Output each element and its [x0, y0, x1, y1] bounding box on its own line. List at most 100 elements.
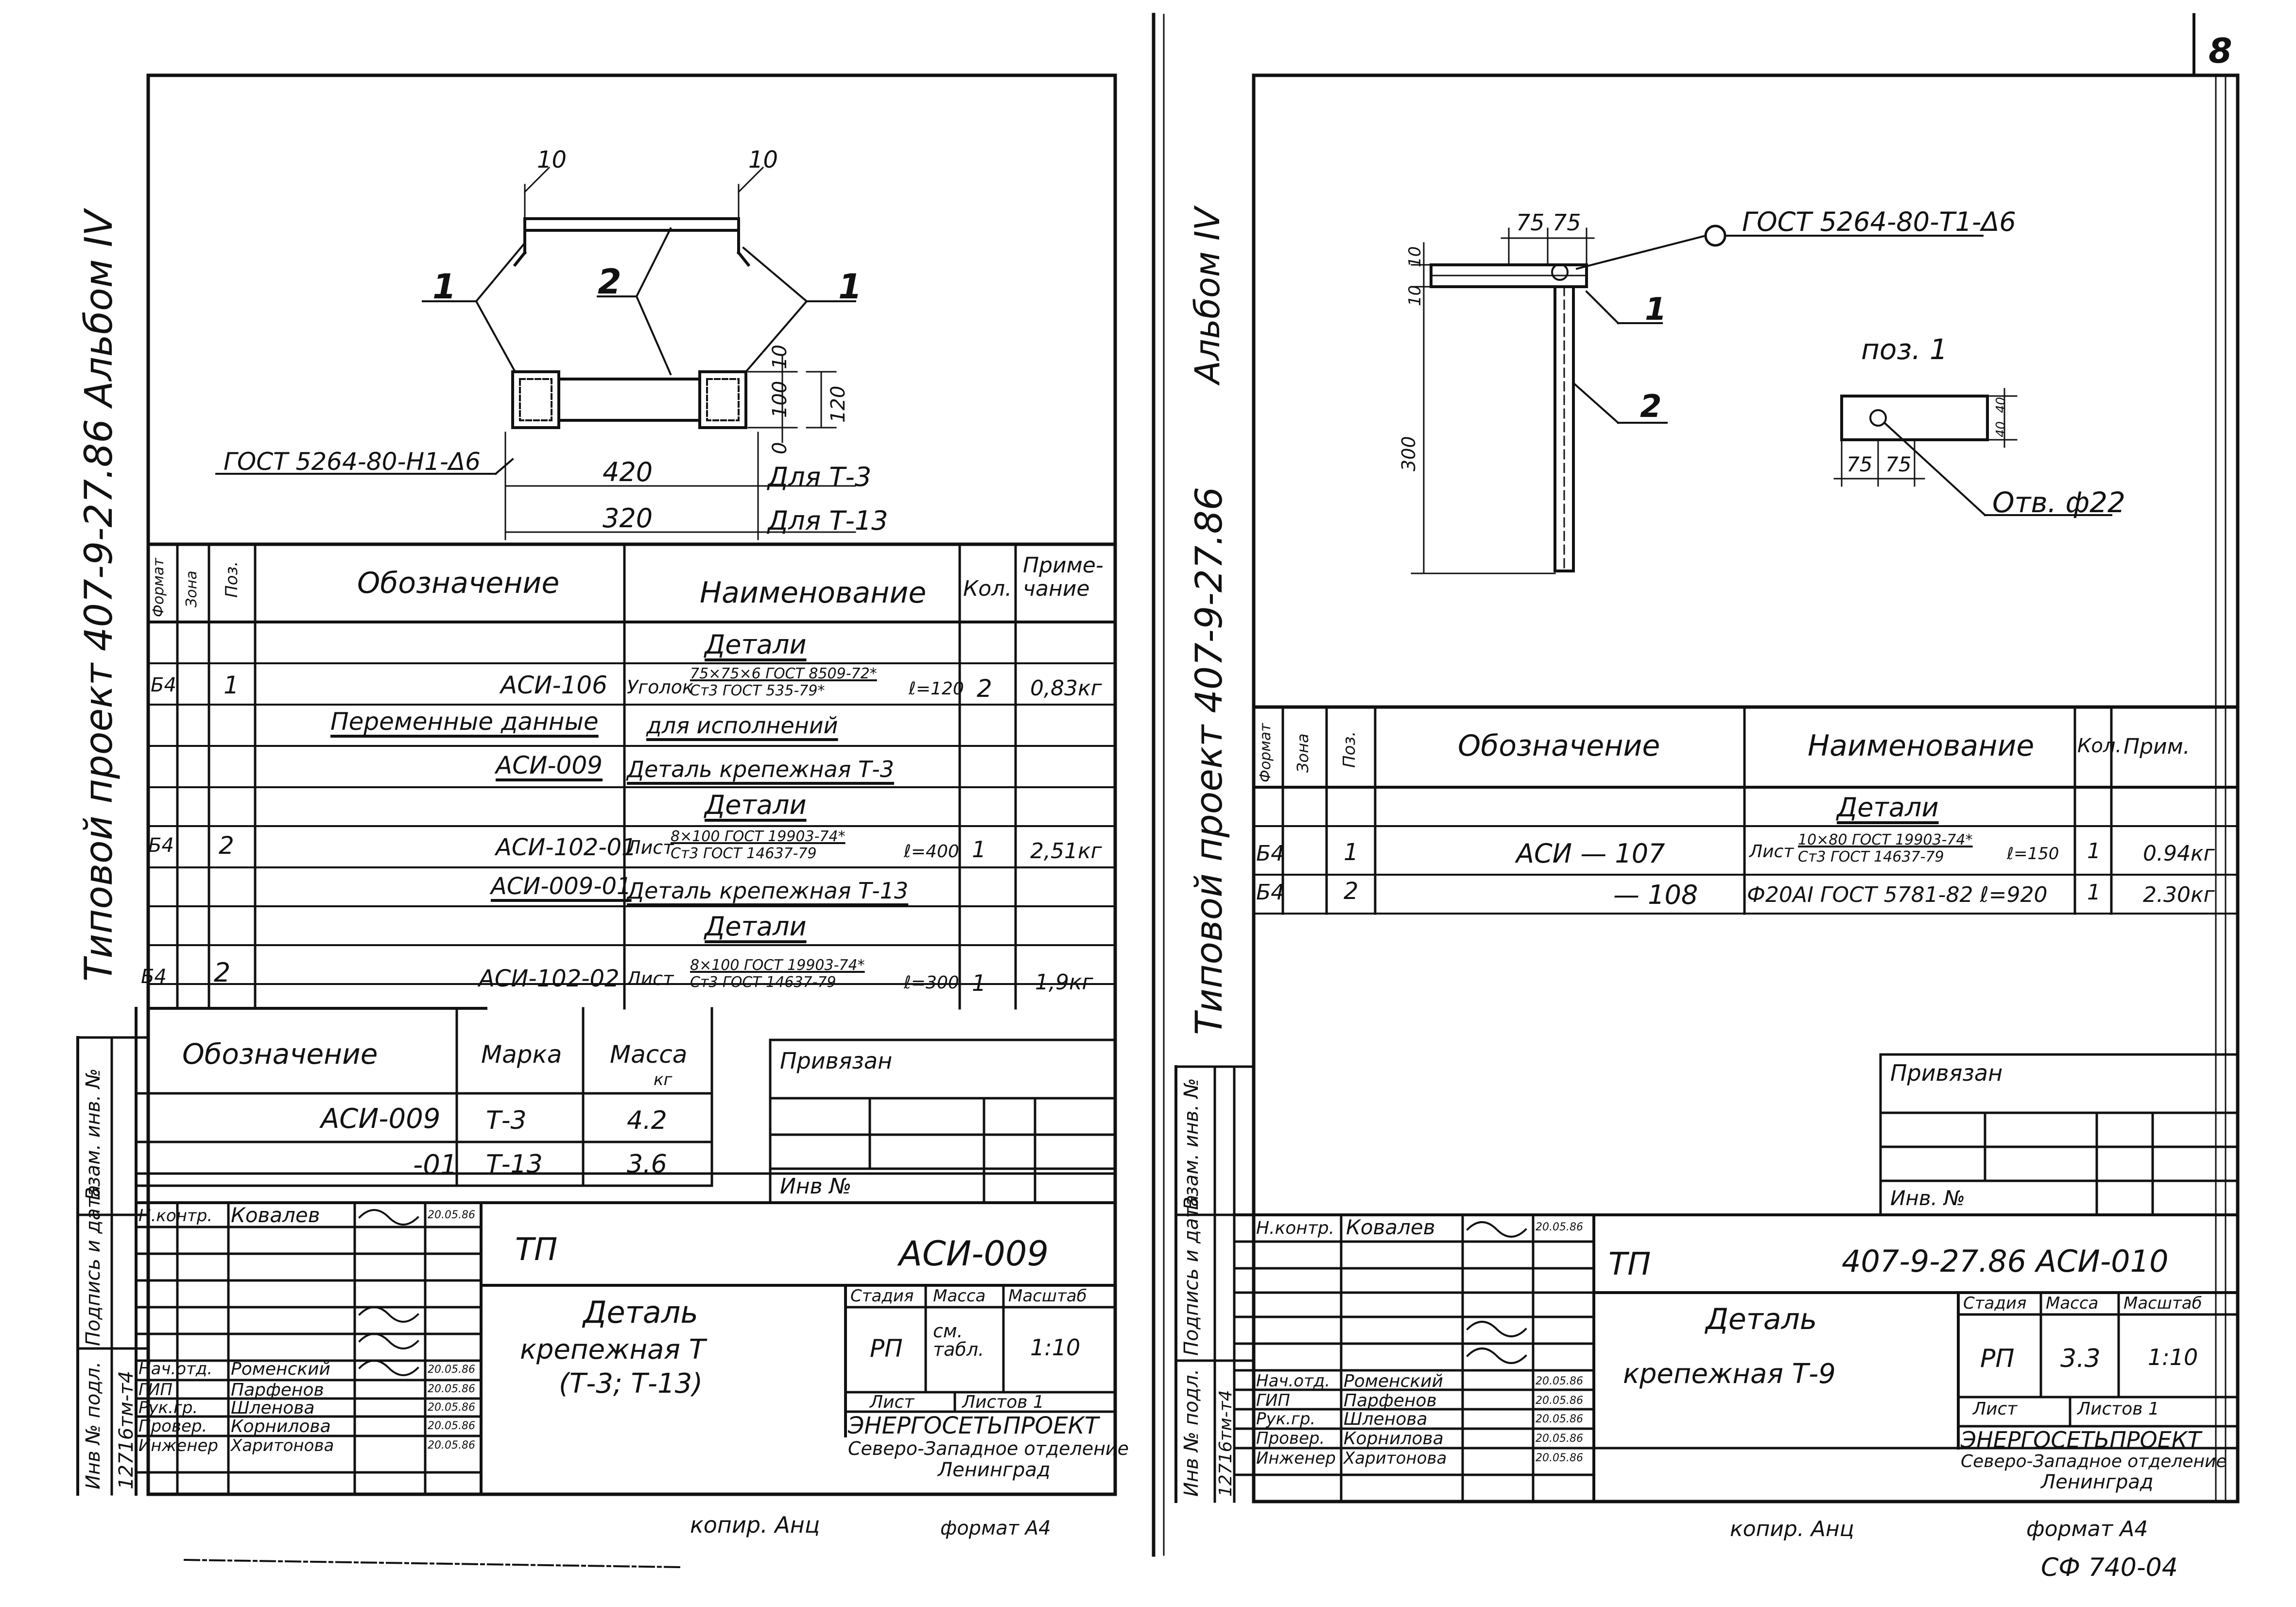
signature-marks: [358, 1209, 1527, 1376]
left-row1-note: 0,83кг: [1030, 676, 1102, 701]
left-privyazan: Привязан: [780, 1048, 893, 1074]
left-tb-role-5: Инженер: [138, 1436, 218, 1455]
left-mark-row1-mass: 4.2: [627, 1106, 667, 1135]
right-tb-role-3: Рук.гр.: [1256, 1409, 1316, 1429]
left-mark-row2-mark: Т-13: [486, 1150, 543, 1179]
right-tb-org2: Северо-Западное отделение: [1961, 1451, 2227, 1471]
right-tb-name-4: Корнилова: [1344, 1429, 1444, 1449]
left-tb-name-0: Ковалев: [231, 1203, 320, 1227]
right-tb-org3: Ленинград: [2041, 1471, 2154, 1493]
left-dim-top: 10: [537, 146, 567, 173]
left-row2-format: Б4: [148, 834, 174, 857]
left-dim-120: 120: [827, 385, 849, 423]
left-tb-role-0: Н.контр.: [138, 1206, 213, 1226]
right-tb-name-0: Ковалев: [1346, 1215, 1435, 1239]
right-spec-grid: [1252, 705, 2240, 915]
right-tb-mass: 3.3: [2060, 1344, 2101, 1373]
right-row1-qty: 1: [2087, 839, 2101, 864]
left-dim-side-100: 100: [769, 380, 791, 418]
right-tb-date-3: 20.05.86: [1536, 1413, 1583, 1425]
left-inv-no: Инв №: [780, 1174, 852, 1199]
right-tb-date-5: 20.05.86: [1536, 1452, 1583, 1464]
left-tb-mass: см. табл.: [933, 1320, 984, 1360]
left-asi009-designation: АСИ-009: [496, 751, 603, 779]
left-tb-sheet-h: Лист: [870, 1392, 915, 1412]
right-tb-org1: ЭНЕРГОСЕТЬПРОЕКТ: [1961, 1427, 2201, 1453]
left-tb-date-0: 20.05.86: [428, 1209, 475, 1221]
left-tb-role-1: Нач.отд.: [138, 1359, 213, 1379]
left-tb-stage: РП: [870, 1334, 903, 1363]
left-row2-qty: 1: [972, 836, 986, 863]
left-section-details-3: Детали: [705, 911, 807, 942]
right-tb-name-2: Парфенов: [1344, 1391, 1437, 1411]
left-row2-name-fraction: 8×100 ГОСТ 19903-74*Ст3 ГОСТ 14637-79: [671, 828, 846, 862]
right-part-drawing: [1411, 225, 2112, 574]
left-mark-h-mass: Масса: [610, 1040, 688, 1069]
left-tb-date-5: 20.05.86: [428, 1439, 475, 1451]
left-row3-pos: 2: [214, 957, 231, 988]
left-tb-scale-h: Масштаб: [1008, 1286, 1087, 1306]
right-side-inv-podl: Инв № подл.: [1180, 1368, 1203, 1497]
left-footer-format: формат А4: [940, 1517, 1051, 1539]
left-mark-h-mark: Марка: [481, 1040, 562, 1069]
left-side-inv-value: 12716тм-т4: [115, 1371, 138, 1489]
left-title-block-grid: [76, 1036, 1117, 1496]
left-mark-row2-designation: -01: [413, 1149, 458, 1181]
right-row1-length: ℓ=150: [2007, 844, 2059, 864]
right-footer-copy: копир. Анц: [1730, 1517, 1854, 1541]
left-tb-name-5: Харитонова: [231, 1436, 334, 1455]
left-row1-designation: АСИ-106: [501, 671, 607, 699]
left-mark-row1-mark: Т-3: [486, 1106, 527, 1135]
right-dim-75a: 75: [1516, 209, 1545, 236]
right-row1-designation: АСИ — 107: [1516, 838, 1665, 869]
left-side-podpis: Подпись и дата: [82, 1185, 104, 1346]
right-spec-h-format: Формат: [1257, 723, 1274, 782]
left-part-drawing: [215, 166, 856, 540]
left-spec-h-qty: Кол.: [963, 576, 1012, 601]
left-asi009-name: Деталь крепежная Т-3: [627, 756, 894, 782]
right-footer-code: СФ 740-04: [2041, 1553, 2178, 1582]
right-row1-name-word: Лист: [1749, 842, 1794, 862]
left-spec-h-name: Наименование: [700, 576, 927, 610]
right-tb-date-4: 20.05.86: [1536, 1433, 1583, 1445]
left-side-vzam: Взам. инв. №: [82, 1068, 104, 1200]
left-tb-code: АСИ-009: [899, 1234, 1049, 1274]
right-tb-name-1: Роменский: [1344, 1371, 1443, 1391]
left-row2-length: ℓ=400: [904, 842, 959, 862]
right-tb-name-5: Харитонова: [1344, 1449, 1447, 1468]
left-dim-side-0: 0: [769, 442, 791, 454]
right-spec-h-qty: Кол.: [2077, 735, 2122, 757]
left-tb-scale: 1:10: [1030, 1334, 1081, 1361]
left-spec-h-pos: Поз.: [222, 561, 242, 598]
right-pos-label: поз. 1: [1861, 333, 1948, 366]
left-tb-title-1: Деталь: [583, 1295, 698, 1330]
right-privyazan: Привязан: [1890, 1060, 2003, 1086]
right-tb-sheets-h: Листов 1: [2077, 1399, 2159, 1419]
left-row2-designation: АСИ-102-01: [496, 834, 637, 861]
left-variable-right: для исполнений: [646, 712, 838, 739]
left-mark-row2-mass: 3.6: [627, 1150, 667, 1179]
left-side-inv-podl: Инв № подл.: [82, 1361, 104, 1489]
right-side-podpis: Подпись и дата: [1180, 1194, 1203, 1356]
left-variable-left: Переменные данные: [330, 708, 599, 736]
left-tb-sheets-h: Листов 1: [962, 1392, 1044, 1412]
right-side-inv-value: 12716тм-т4: [1216, 1390, 1236, 1497]
right-row2-format: Б4: [1256, 880, 1285, 905]
left-spec-h-designation: Обозначение: [357, 566, 560, 600]
right-spec-h-note: Прим.: [2123, 734, 2190, 759]
left-callout-1b: 1: [838, 267, 862, 307]
right-tb-stage: РП: [1980, 1344, 2015, 1373]
right-tb-code: 407-9-27.86 АСИ-010: [1842, 1244, 2169, 1279]
right-hole-label: Отв. ф22: [1992, 486, 2125, 519]
left-callout-1a: 1: [432, 267, 456, 307]
left-spec-grid: [146, 542, 1117, 1010]
right-tb-title-1: Деталь: [1706, 1302, 1817, 1336]
right-tb-sheet-h: Лист: [1973, 1399, 2018, 1419]
left-spec-h-format: Формат: [150, 558, 167, 617]
left-tb-date-4: 20.05.86: [428, 1420, 475, 1432]
right-tb-mass-h: Масса: [2046, 1294, 2099, 1313]
scan-edge: [183, 1558, 682, 1569]
right-tb-scale: 1:10: [2148, 1344, 2198, 1370]
left-section-details-2: Детали: [705, 790, 807, 820]
